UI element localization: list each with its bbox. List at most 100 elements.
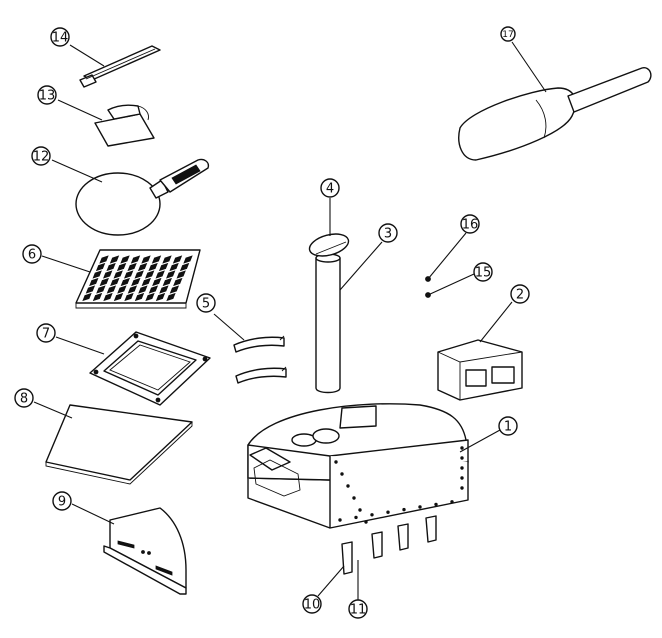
callout-13-label: 13 — [39, 89, 56, 104]
grate-slot — [130, 255, 141, 264]
grate-slot — [134, 292, 145, 302]
callout-3-label: 3 — [384, 227, 392, 242]
callout-9: 9 — [52, 491, 72, 511]
part-8-drawing — [45, 404, 193, 485]
grate-slot — [173, 277, 183, 287]
callout-10: 10 — [302, 594, 322, 614]
grate-slot — [166, 292, 176, 302]
part-12-drawing — [75, 158, 210, 236]
grate-slot — [95, 262, 106, 272]
grate-slot — [116, 262, 127, 272]
rivet — [460, 476, 464, 480]
leader-7 — [55, 336, 105, 355]
grate-slot — [145, 292, 155, 302]
rivet — [460, 456, 464, 460]
callout-5: 5 — [196, 293, 216, 313]
grate-slot — [169, 285, 180, 294]
grate-slot — [106, 262, 116, 272]
grate-slot — [131, 277, 141, 287]
part-9-drawing — [103, 507, 187, 595]
rivet — [460, 486, 464, 490]
callout-14: 14 — [50, 27, 70, 47]
grate-slot — [134, 270, 144, 279]
part-3-drawing — [315, 253, 341, 394]
grate-slot — [92, 292, 103, 302]
grate-slot — [103, 270, 113, 279]
grate-slot — [148, 262, 158, 272]
grate-slot — [127, 285, 138, 294]
rivet — [450, 500, 454, 504]
part-13-drawing — [94, 104, 155, 147]
rivet — [434, 502, 438, 507]
rivet — [386, 510, 390, 514]
leader-13 — [57, 99, 103, 121]
leader-14 — [69, 44, 105, 67]
callout-14-label: 14 — [52, 31, 69, 46]
callout-7: 7 — [36, 323, 56, 343]
grate-slot — [110, 277, 120, 287]
callout-8-label: 8 — [20, 392, 28, 407]
leader-9 — [71, 503, 115, 525]
grate-slot — [137, 262, 148, 272]
grate-slot — [183, 255, 193, 264]
part-5-drawing — [233, 335, 287, 384]
grate-slot — [124, 292, 134, 302]
rivet — [418, 505, 422, 509]
callout-4: 4 — [320, 178, 340, 198]
grate-slot — [92, 270, 102, 279]
callout-1: 1 — [498, 416, 518, 436]
grate-slot — [152, 277, 162, 287]
grate-slot — [141, 255, 151, 264]
part-2-drawing — [437, 339, 523, 401]
rivet — [364, 520, 368, 524]
grate-slot — [169, 262, 179, 272]
grate-slot — [155, 292, 166, 302]
grate-slot — [82, 292, 92, 302]
grate-slot — [120, 277, 130, 287]
grate-slot — [151, 255, 162, 264]
callout-10-label: 10 — [304, 598, 321, 613]
callout-1-label: 1 — [504, 420, 512, 435]
rivet — [340, 472, 344, 476]
leader-1 — [459, 429, 501, 453]
leader-17 — [511, 41, 547, 93]
callout-11: 11 — [348, 599, 368, 619]
rivet — [402, 507, 406, 512]
callout-8: 8 — [14, 388, 34, 408]
leader-16 — [427, 232, 467, 280]
part-1-drawing — [247, 403, 469, 529]
leader-3 — [339, 241, 383, 291]
callout-16: 16 — [460, 214, 480, 234]
grate-slot — [138, 285, 148, 294]
grate-slot — [172, 255, 183, 264]
callout-4-label: 4 — [326, 182, 334, 197]
callout-17-label: 17 — [502, 30, 513, 40]
leader-5 — [213, 313, 245, 341]
grate-slot — [176, 270, 186, 279]
part-11-drawing — [371, 515, 437, 559]
part-10-drawing — [341, 541, 353, 575]
grate-slot — [89, 277, 99, 287]
grate-slot — [106, 285, 117, 294]
callout-16-label: 16 — [462, 218, 479, 233]
grate-slot — [155, 270, 165, 279]
grate-slot — [103, 292, 113, 302]
callout-6-label: 6 — [28, 248, 36, 263]
rivet — [352, 496, 356, 500]
callout-11-label: 11 — [350, 603, 367, 618]
part-6-drawing — [75, 249, 201, 309]
callout-5-label: 5 — [202, 297, 210, 312]
callout-17: 17 — [500, 26, 516, 42]
grate-slot — [162, 277, 172, 287]
rivet — [460, 446, 464, 450]
rivet — [338, 518, 342, 522]
grate-slot — [124, 270, 134, 279]
grate-slot — [162, 255, 172, 264]
part-7-drawing — [89, 331, 211, 406]
leader-2 — [479, 301, 513, 343]
part-17-drawing — [458, 67, 652, 161]
callout-12: 12 — [31, 146, 51, 166]
rivet — [334, 460, 338, 464]
part-4-drawing — [308, 233, 350, 257]
